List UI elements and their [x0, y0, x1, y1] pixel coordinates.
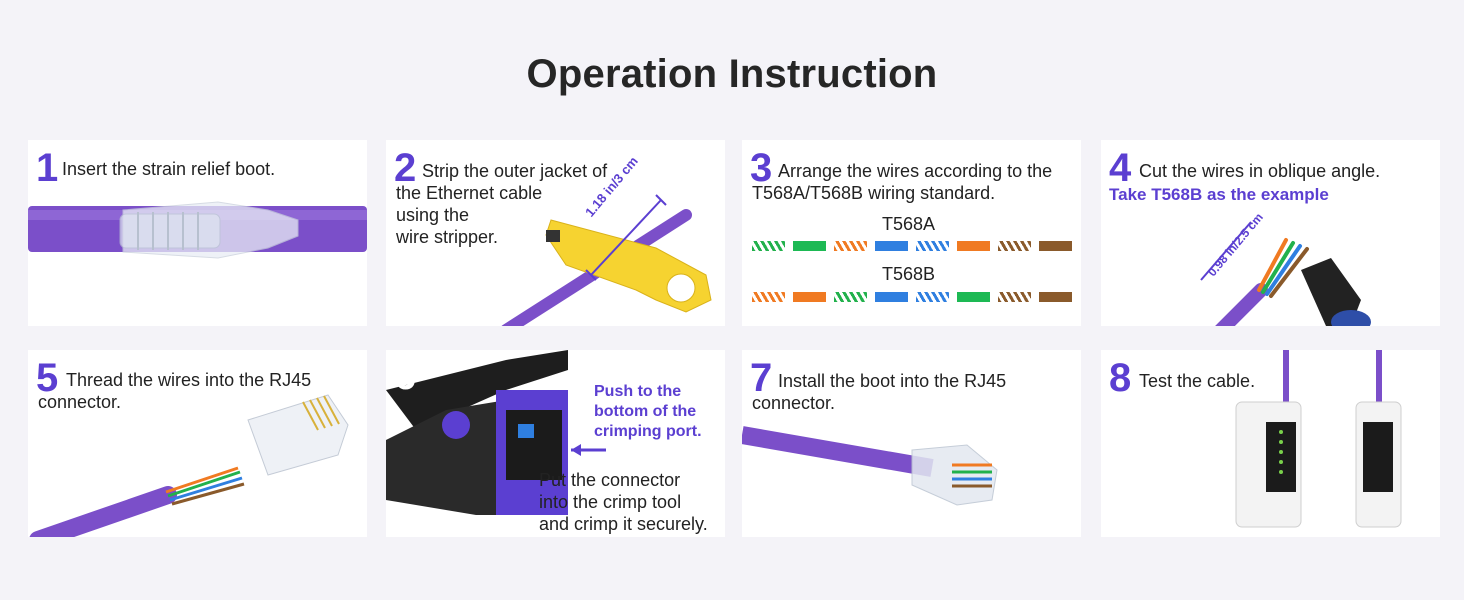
t568b-label: T568B: [882, 264, 936, 284]
step-number: 7: [750, 356, 773, 400]
crimp-tool-illustration: [386, 350, 606, 515]
step-number: 8: [1109, 356, 1132, 400]
step-text-line: connector.: [752, 393, 836, 413]
step-4-card: 4 Cut the wires in oblique angle. Take T…: [1101, 140, 1440, 326]
step-number: 1: [36, 146, 59, 190]
cable-tester-illustration: [1235, 350, 1402, 528]
step-2-card: 2 Strip the outer jacket of the Ethernet…: [386, 140, 725, 326]
wire-green-white: [834, 292, 867, 302]
step-text-line: Arrange the wires according to the: [778, 161, 1053, 181]
wire-blue: [875, 292, 908, 302]
step-text-line: using the: [396, 205, 470, 225]
strain-relief-boot-illustration: [28, 201, 367, 259]
t568a-wire-order: [752, 241, 1072, 251]
wire-green: [793, 241, 826, 251]
boot-installed-illustration: [742, 426, 998, 506]
step-8-card: 8 Test the cable.: [1101, 350, 1440, 537]
wire-stripper-illustration: [501, 194, 712, 326]
wire-brown-white: [998, 292, 1031, 302]
step-7-card: 7 Install the boot into the RJ45 connect…: [742, 350, 1081, 537]
step-number: 4: [1109, 146, 1132, 190]
step-5-card: 5 Thread the wires into the RJ45 connect…: [28, 350, 367, 537]
step-text-line: Thread the wires into the RJ45: [66, 370, 312, 390]
step-text: Insert the strain relief boot.: [62, 159, 276, 179]
wire-brown: [1039, 241, 1072, 251]
step-text-line: and crimp it securely.: [539, 514, 708, 534]
cutting-wires-illustration: [1200, 221, 1371, 326]
wire-green: [957, 292, 990, 302]
step-text-line: the Ethernet cable: [396, 183, 543, 203]
wire-brown-white: [998, 241, 1031, 251]
step-text-line: T568A/T568B wiring standard.: [752, 183, 996, 203]
page-title: Operation Instruction: [526, 52, 938, 96]
step-text-line: into the crimp tool: [539, 492, 682, 512]
push-instruction-line: crimping port.: [594, 423, 702, 440]
step-3-card: 3 Arrange the wires according to the T56…: [742, 140, 1081, 326]
step-number: 5: [36, 356, 59, 400]
step-text-line: Put the connector: [539, 470, 681, 490]
step-text: Cut the wires in oblique angle.: [1139, 161, 1381, 181]
push-instruction-line: bottom of the: [594, 403, 697, 420]
step-text-line: Strip the outer jacket of: [422, 161, 608, 181]
step-number: 2: [394, 146, 417, 190]
step-number: 3: [750, 146, 773, 190]
wire-blue-white: [916, 292, 949, 302]
step-text-line: Install the boot into the RJ45: [778, 371, 1007, 391]
step-text-line: wire stripper.: [396, 227, 499, 247]
step-1-card: 1 Insert the strain relief boot.: [28, 140, 367, 326]
wire-orange-white: [752, 292, 785, 302]
wire-orange-white: [834, 241, 867, 251]
wire-orange: [957, 241, 990, 251]
wire-blue: [875, 241, 908, 251]
step-text: Test the cable.: [1139, 371, 1256, 391]
rj45-threading-illustration: [29, 394, 349, 537]
push-instruction-line: Push to the: [594, 383, 682, 400]
step-subtext: Take T568B as the example: [1109, 185, 1329, 204]
step-text-line: connector.: [38, 392, 122, 412]
wire-blue-white: [916, 241, 949, 251]
wire-green-white: [752, 241, 785, 251]
t568a-label: T568A: [882, 214, 936, 234]
step-6-card: 6 Push to the bottom of the crimping por…: [386, 350, 725, 537]
wire-orange: [793, 292, 826, 302]
step-number: 6: [394, 354, 417, 398]
t568b-wire-order: [752, 292, 1072, 302]
wire-brown: [1039, 292, 1072, 302]
